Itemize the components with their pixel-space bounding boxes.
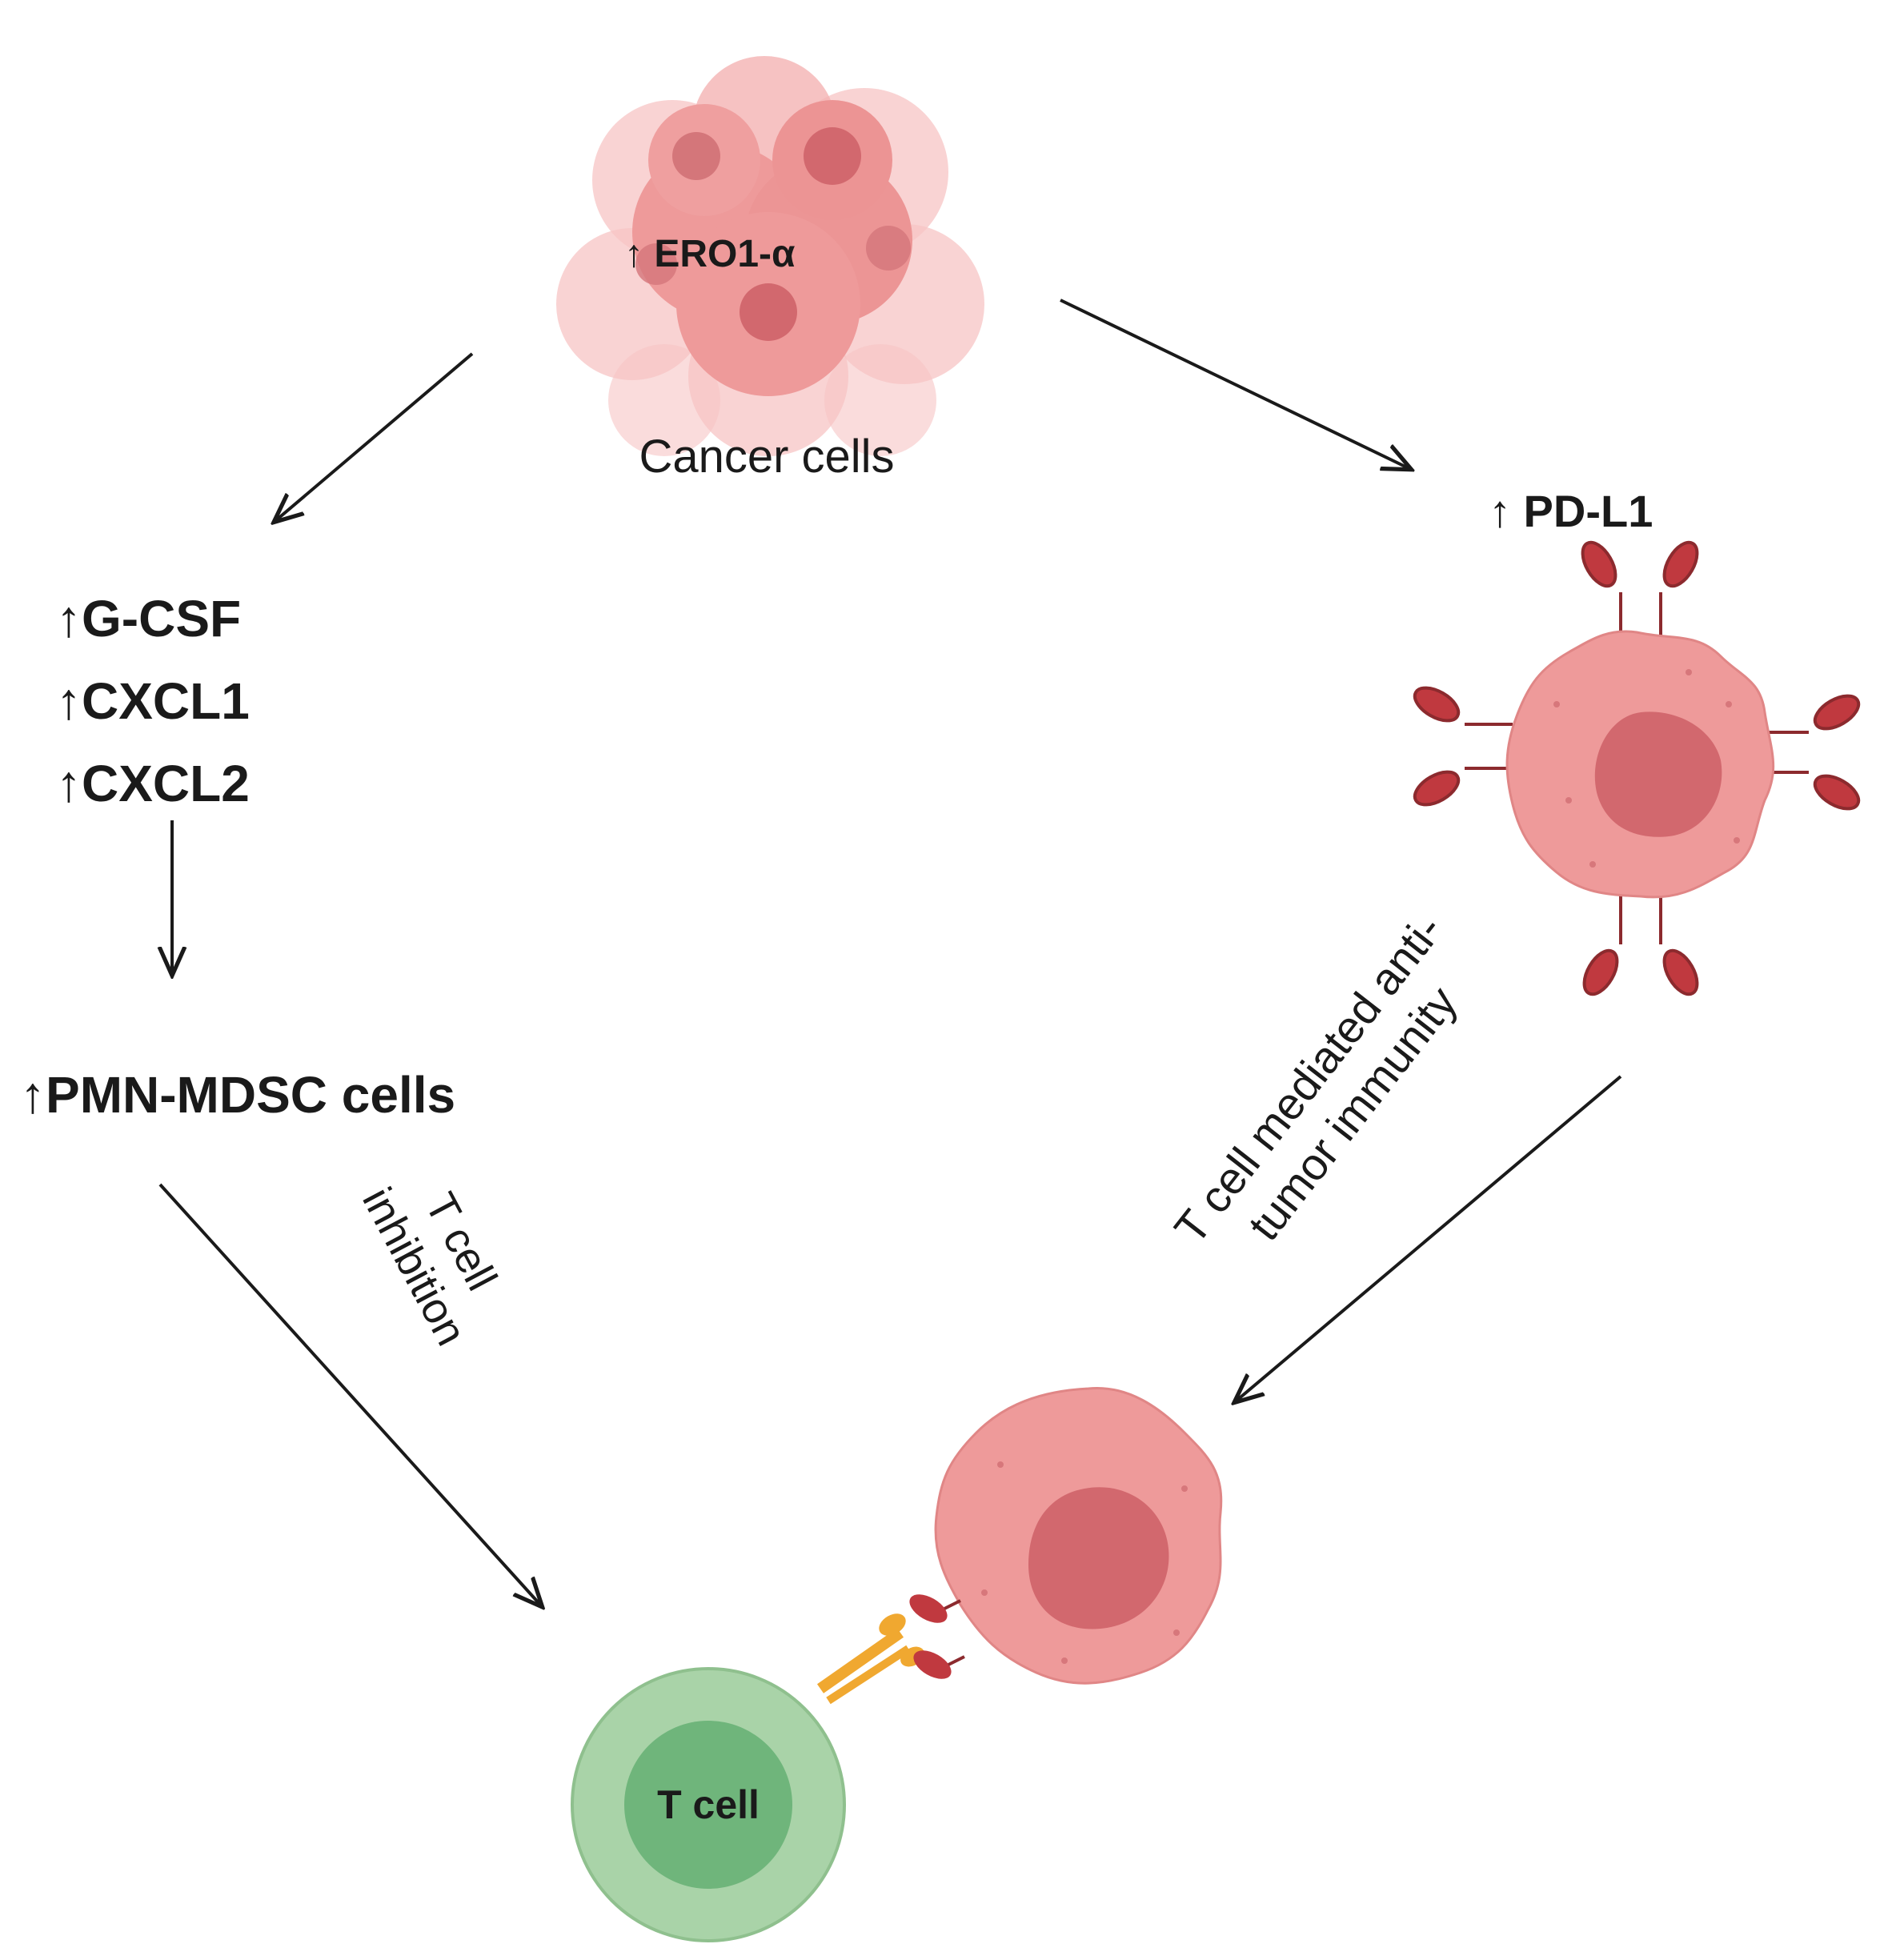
- arrow-mdsc-to-t-cell: [158, 1183, 540, 1605]
- cytokine-cxcl2: ↑CXCL2: [56, 755, 250, 812]
- ero1-alpha-label: ↑ ERO1-α: [624, 233, 796, 275]
- pd1-pdl1-bridge: [816, 1594, 965, 1705]
- cytokine-cxcl1: ↑CXCL1: [56, 672, 250, 730]
- arrow-pdl1-cell-to-tumor-cell: [1237, 1075, 1622, 1401]
- pmn-mdsc-label: ↑PMN-MDSC cells: [20, 1066, 455, 1124]
- cytokine-list: ↑G-CSF ↑CXCL1 ↑CXCL2: [56, 590, 250, 812]
- t-cell: [571, 1667, 846, 1942]
- cancer-cell-cluster: [556, 56, 984, 456]
- arrow-cluster-to-cytokines: [276, 352, 474, 520]
- cytokine-g-csf: ↑G-CSF: [56, 590, 241, 647]
- tumor-cell-bottom: [934, 1386, 1223, 1685]
- t-cell-label: T cell: [657, 1782, 760, 1827]
- cancer-cells-caption: Cancer cells: [639, 431, 894, 483]
- arrow-cluster-to-pdl1: [1060, 299, 1409, 468]
- t-cell-immunity-label: T cell mediated anti- tumor immunity: [1164, 904, 1467, 1253]
- pd-l1-label: ↑ PD-L1: [1489, 486, 1653, 536]
- t-cell-inhibition-label: T cell inhibition: [353, 1180, 506, 1353]
- pd-l1-cancer-cell: [1505, 630, 1775, 899]
